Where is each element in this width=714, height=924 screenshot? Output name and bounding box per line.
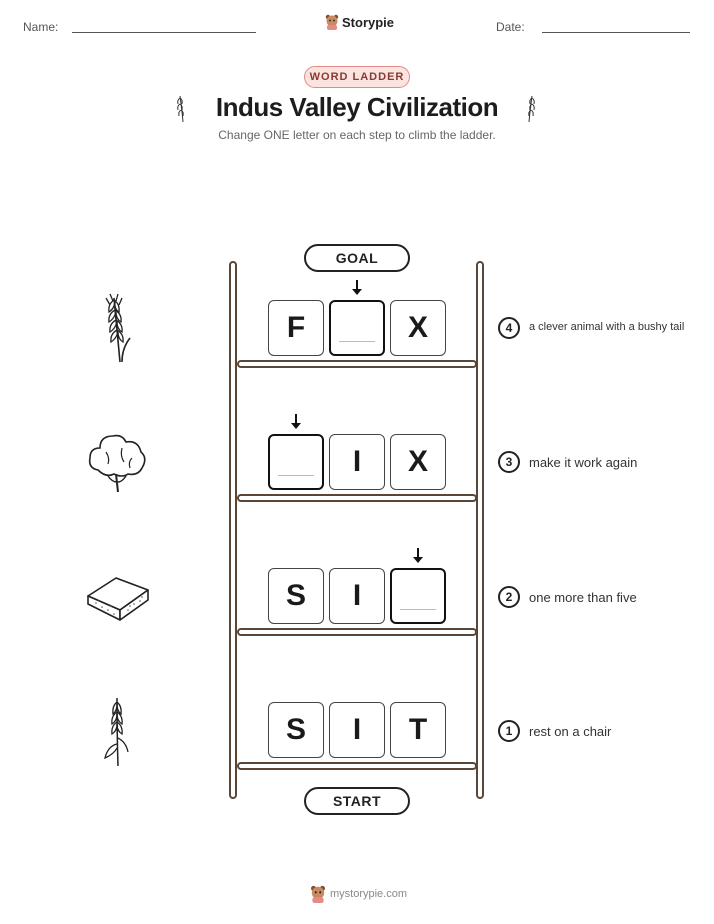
goal-label: GOAL [304, 244, 410, 272]
ladder-rung [237, 494, 477, 502]
footer: mystorypie.com [310, 885, 407, 903]
brand: Storypie [325, 14, 394, 30]
cotton-icon [88, 434, 146, 493]
change-arrow-icon [352, 280, 362, 295]
ladder-rung [237, 628, 477, 636]
letter-tile: S [268, 568, 324, 624]
wheat-sprig-left-icon [177, 95, 184, 123]
ladder-rung [237, 762, 477, 770]
storypie-bear-icon [311, 885, 325, 903]
ladder-left-rail [229, 261, 237, 799]
clue-text: one more than five [529, 590, 637, 605]
wheat-icon [105, 293, 131, 363]
date-label: Date: [496, 20, 525, 34]
letter-tile: S [268, 702, 324, 758]
change-arrow-icon [291, 414, 301, 429]
letter-tile: T [390, 702, 446, 758]
footer-url[interactable]: mystorypie.com [330, 888, 408, 900]
blank-letter-tile[interactable] [390, 568, 446, 624]
page-title: Indus Valley Civilization [215, 92, 499, 122]
wheat-sprig-right-icon [528, 95, 535, 123]
letter-tile: I [329, 434, 385, 490]
change-arrow-icon [413, 548, 423, 563]
letter-tile: X [390, 300, 446, 356]
letter-tile: I [329, 568, 385, 624]
letter-tile: X [390, 434, 446, 490]
clue-text: make it work again [529, 455, 638, 470]
step-number: 3 [498, 451, 520, 473]
clue-text: a clever animal with a bushy tail [529, 321, 685, 333]
step-number: 1 [498, 720, 520, 742]
grain-icon [104, 697, 129, 767]
worksheet-type-badge: WORD LADDER [304, 66, 410, 88]
storypie-bear-icon [325, 14, 339, 30]
ladder-rung [237, 360, 477, 368]
blank-letter-tile[interactable] [268, 434, 324, 490]
ladder-right-rail [476, 261, 484, 799]
name-label: Name: [23, 20, 59, 34]
name-field[interactable] [72, 32, 256, 33]
brand-name: Storypie [342, 14, 395, 30]
letter-tile: F [268, 300, 324, 356]
instructions: Change ONE letter on each step to climb … [218, 128, 496, 142]
clue-text: rest on a chair [529, 724, 612, 739]
step-number: 4 [498, 317, 520, 339]
blank-letter-tile[interactable] [329, 300, 385, 356]
letter-tile: I [329, 702, 385, 758]
start-label: START [304, 787, 410, 815]
brick-icon [87, 577, 149, 621]
step-number: 2 [498, 586, 520, 608]
date-field[interactable] [542, 32, 690, 33]
